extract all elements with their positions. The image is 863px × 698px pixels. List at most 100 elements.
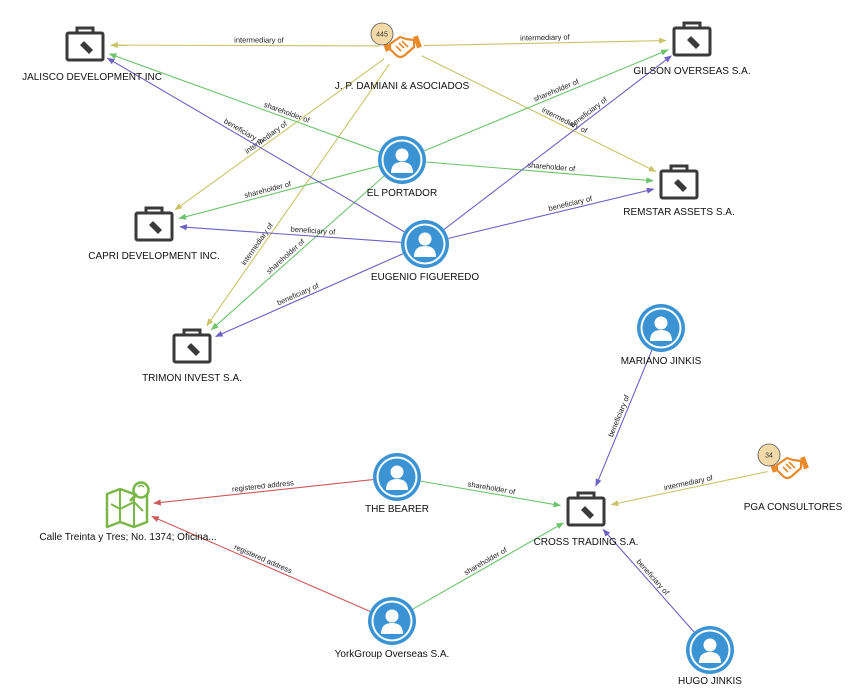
briefcase-icon [172, 328, 212, 364]
edge-damiani-gilson[interactable]: intermediary of [423, 33, 667, 47]
node-label: EUGENIO FIGUEREDO [371, 272, 480, 283]
map-pin-icon [105, 481, 150, 529]
edge-line [423, 37, 667, 47]
briefcase-icon [65, 26, 105, 62]
node-label: J. P. DAMIANI & ASOCIADOS [335, 81, 470, 92]
edge-label: beneficiary of [568, 95, 610, 130]
node-label: EL PORTADOR [367, 188, 437, 199]
edge-label: intermediary of [239, 220, 275, 267]
edge-line [206, 63, 390, 327]
edge-line [210, 175, 385, 331]
edge-portador-trimon[interactable]: shareholder of [210, 175, 385, 331]
node-label: CROSS TRADING S.A. [534, 537, 639, 548]
node-label: JALISCO DEVELOPMENT INC [22, 72, 162, 83]
node-gilson[interactable]: GILSON OVERSEAS S.A. [633, 21, 751, 77]
edge-damiani-remstar[interactable]: intermediary of [421, 55, 657, 172]
edge-label: shareholder of [265, 237, 307, 276]
edge-line [412, 522, 565, 610]
person-icon [368, 597, 416, 645]
count-badge-text: 445 [376, 32, 388, 39]
edge-eugenio-capri[interactable]: beneficiary of [179, 224, 402, 243]
node-label: HUGO JINKIS [678, 676, 742, 687]
edge-label: intermediary of [663, 473, 714, 492]
count-badge-text: 34 [765, 453, 773, 460]
node-label: REMSTAR ASSETS S.A. [623, 207, 735, 218]
node-remstar[interactable]: REMSTAR ASSETS S.A. [623, 164, 735, 218]
node-label: GILSON OVERSEAS S.A. [633, 66, 750, 77]
edge-mariano-cross[interactable]: beneficiary of [595, 349, 653, 487]
edge-line [215, 253, 404, 337]
edge-line [108, 53, 380, 153]
edge-portador-gilson[interactable]: shareholder of [423, 49, 669, 152]
edge-line [421, 55, 657, 172]
node-capri[interactable]: CAPRI DEVELOPMENT INC. [88, 206, 220, 262]
edge-pga-cross[interactable]: intermediary of [610, 471, 768, 507]
edge-line [179, 224, 402, 243]
edge-damiani-jalisco[interactable]: intermediary of [110, 35, 381, 49]
edge-line [443, 55, 672, 230]
edge-york-address[interactable]: registered address [151, 515, 371, 612]
edge-label: beneficiary of [276, 281, 321, 308]
node-cross[interactable]: CROSS TRADING S.A. [534, 491, 639, 548]
briefcase-icon [566, 491, 606, 527]
edge-line [423, 49, 669, 152]
node-hugo[interactable]: HUGO JINKIS [678, 626, 742, 687]
node-label: YorkGroup Overseas S.A. [335, 649, 450, 660]
node-trimon[interactable]: TRIMON INVEST S.A. [142, 328, 242, 384]
edge-label: beneficiary of [606, 393, 632, 439]
edge-line [425, 161, 654, 184]
edge-label: intermediary of [234, 35, 285, 44]
edge-line [420, 480, 562, 508]
edge-line [151, 515, 371, 612]
edge-york-cross[interactable]: shareholder of [412, 522, 565, 610]
person-icon [401, 220, 449, 268]
edge-line [174, 58, 385, 211]
briefcase-icon [672, 21, 712, 57]
node-label: THE BEARER [365, 504, 429, 515]
person-icon [373, 453, 421, 501]
node-bearer[interactable]: THE BEARER [365, 453, 429, 515]
edge-label: registered address [233, 542, 294, 575]
briefcase-icon [659, 164, 699, 200]
edge-label: beneficiary of [222, 116, 266, 147]
nodes-layer: JALISCO DEVELOPMENT INC 445 J. P. DAMIANI … [22, 21, 843, 687]
edge-portador-remstar[interactable]: shareholder of [425, 160, 654, 184]
node-portador[interactable]: EL PORTADOR [367, 136, 437, 199]
edge-line [178, 165, 379, 220]
node-eugenio[interactable]: EUGENIO FIGUEREDO [371, 220, 480, 283]
edge-line [595, 349, 653, 487]
node-address[interactable]: Calle Treinta y Tres; No. 1374; Oficina.… [39, 481, 217, 544]
node-york[interactable]: YorkGroup Overseas S.A. [335, 597, 450, 660]
node-label: Calle Treinta y Tres; No. 1374; Oficina.… [39, 532, 216, 543]
count-badge: 34 [757, 443, 781, 467]
person-icon [637, 304, 685, 352]
edge-line [106, 57, 405, 233]
edge-portador-capri[interactable]: shareholder of [178, 165, 379, 220]
edge-label: shareholder of [243, 179, 293, 200]
node-label: TRIMON INVEST S.A. [142, 373, 242, 384]
edge-line [153, 479, 374, 506]
edge-bearer-address[interactable]: registered address [153, 478, 374, 506]
briefcase-icon [134, 206, 174, 242]
edge-label: shareholder of [532, 77, 581, 104]
node-label: PGA CONSULTORES [744, 502, 843, 513]
edge-line [602, 528, 695, 633]
node-label: CAPRI DEVELOPMENT INC. [88, 251, 220, 262]
edge-label: shareholder of [527, 160, 576, 173]
edge-label: intermediary of [520, 33, 571, 43]
count-badge: 445 [370, 22, 394, 46]
node-label: MARIANO JINKIS [621, 356, 702, 367]
node-mariano[interactable]: MARIANO JINKIS [621, 304, 702, 367]
edge-label: beneficiary of [290, 225, 336, 237]
edge-line [610, 471, 768, 507]
node-damiani[interactable]: 445 J. P. DAMIANI & ASOCIADOS [335, 22, 470, 92]
node-jalisco[interactable]: JALISCO DEVELOPMENT INC [22, 26, 162, 83]
person-icon [686, 626, 734, 674]
edge-line [448, 187, 655, 239]
edge-line [110, 42, 381, 49]
edge-bearer-cross[interactable]: shareholder of [420, 479, 562, 508]
edge-label: shareholder of [462, 545, 509, 577]
edge-label: beneficiary of [548, 194, 594, 213]
